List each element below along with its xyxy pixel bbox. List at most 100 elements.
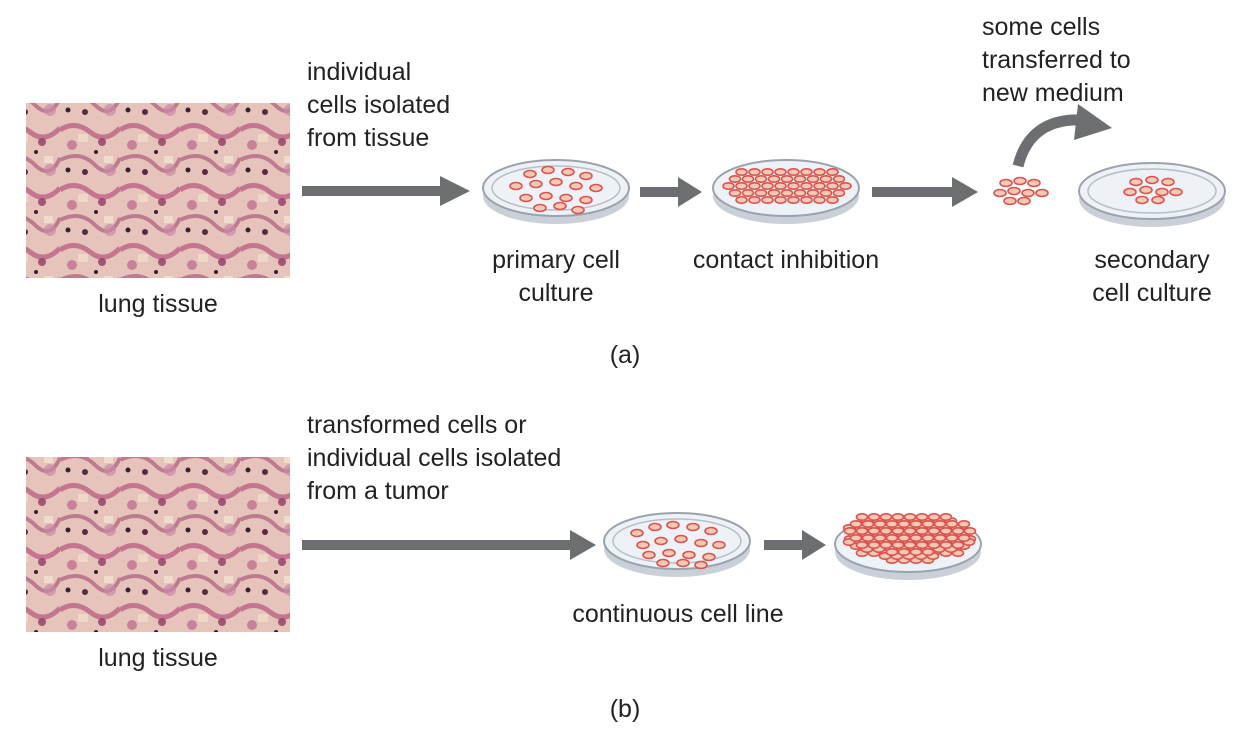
cell-icon — [1135, 195, 1149, 205]
cell-icon — [1007, 186, 1021, 196]
cell-icon — [561, 167, 575, 177]
cell-icon — [1035, 188, 1049, 198]
cell-icon — [897, 547, 911, 556]
cell-icon — [849, 533, 863, 542]
cell-icon — [630, 528, 644, 538]
cell-icon — [787, 168, 800, 177]
transferred-cells — [993, 176, 1049, 206]
cell-icon — [909, 533, 923, 542]
cell-icon — [1003, 196, 1017, 206]
contact-inhibition-label: contact inhibition — [692, 246, 880, 274]
cell-icon — [873, 533, 887, 542]
cell-icon — [748, 182, 761, 191]
cell-icon — [939, 512, 953, 521]
cell-icon — [656, 558, 670, 568]
cell-icon — [793, 189, 807, 198]
cell-icon — [1027, 178, 1041, 188]
panel-b-label: (b) — [609, 695, 641, 723]
cell-icon — [826, 196, 839, 205]
cell-icon — [826, 168, 839, 177]
cell-icon — [533, 203, 547, 213]
cell-icon — [754, 189, 768, 198]
cell-icon — [861, 533, 875, 542]
cell-icon — [891, 540, 905, 549]
cell-icon — [754, 175, 768, 184]
cell-icon — [774, 182, 787, 191]
petri-dish-icon — [1078, 162, 1226, 227]
cell-icon — [748, 168, 761, 177]
cell-icon — [800, 196, 813, 205]
cell-icon — [867, 526, 881, 535]
cell-icon — [993, 188, 1007, 198]
cell-icon — [933, 519, 947, 528]
cell-icon — [897, 533, 911, 542]
cell-icon — [939, 526, 953, 535]
cell-icon — [909, 547, 923, 556]
cell-icon — [861, 519, 875, 528]
cell-icon — [1169, 187, 1183, 197]
cell-icon — [767, 189, 781, 198]
cell-icon — [712, 540, 726, 550]
cell-icon — [722, 182, 735, 191]
cell-icon — [523, 169, 537, 179]
cell-icon — [855, 526, 869, 535]
cell-icon — [1151, 195, 1165, 205]
cell-icon — [800, 168, 813, 177]
lung-tissue-label-b: lung tissue — [98, 644, 218, 672]
cell-icon — [843, 526, 857, 535]
cell-icon — [885, 547, 899, 556]
cell-icon — [951, 540, 965, 549]
cell-icon — [682, 550, 696, 560]
cell-icon — [915, 512, 929, 521]
arrow-b1 — [302, 530, 596, 560]
cell-icon — [702, 552, 716, 562]
cell-icon — [927, 540, 941, 549]
cell-icon — [832, 175, 846, 184]
cell-icon — [509, 181, 523, 191]
cell-icon — [636, 540, 650, 550]
cell-icon — [761, 168, 774, 177]
cell-icon — [559, 193, 573, 203]
cell-icon — [735, 168, 748, 177]
cell-icon — [741, 175, 755, 184]
arrow-a2 — [640, 177, 702, 207]
cell-icon — [654, 536, 668, 546]
cell-icon — [579, 171, 593, 181]
cell-icon — [676, 558, 690, 568]
confluent-cells — [722, 168, 852, 205]
cell-icon — [867, 512, 881, 521]
cell-icon — [879, 540, 893, 549]
curved-transfer-arrow-icon — [1012, 114, 1083, 168]
cell-icon — [999, 178, 1013, 188]
cell-icon — [579, 195, 593, 205]
piled-up-cells — [842, 512, 977, 564]
cell-icon — [945, 519, 959, 528]
primary-culture-cells — [509, 165, 603, 215]
cell-icon — [674, 534, 688, 544]
cell-icon — [909, 519, 923, 528]
cell-icon — [939, 540, 953, 549]
cell-icon — [1145, 175, 1159, 185]
cell-icon — [806, 189, 820, 198]
cell-icon — [1139, 185, 1153, 195]
cell-icon — [927, 512, 941, 521]
curved-transfer-arrowhead — [1074, 104, 1112, 140]
cell-icon — [800, 182, 813, 191]
arrow-a3 — [872, 177, 978, 207]
cell-icon — [793, 175, 807, 184]
arrow-b2 — [764, 530, 826, 560]
cell-icon — [1021, 188, 1035, 198]
cell-icon — [832, 189, 846, 198]
cell-icon — [819, 175, 833, 184]
cell-icon — [945, 533, 959, 542]
cell-icon — [666, 520, 680, 530]
cell-icon — [819, 189, 833, 198]
cell-icon — [957, 533, 971, 542]
cell-icon — [879, 512, 893, 521]
transfer-label: some cells transferred to new medium — [982, 13, 1131, 107]
cell-icon — [761, 182, 774, 191]
cell-icon — [571, 205, 585, 215]
cell-icon — [569, 181, 583, 191]
cell-icon — [1155, 187, 1169, 197]
lung-tissue-label-a: lung tissue — [98, 290, 218, 318]
